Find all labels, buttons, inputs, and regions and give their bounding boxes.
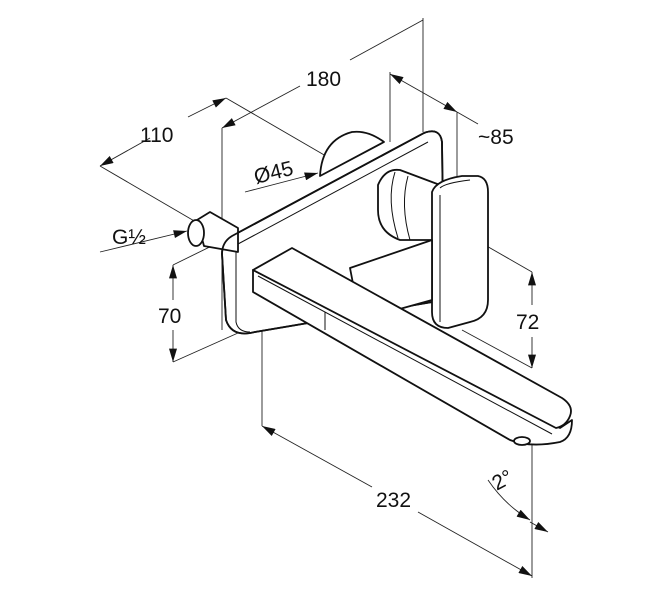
spout-top <box>252 247 572 429</box>
dim-label-diameter-45: Ø45 <box>252 157 296 189</box>
inlet-pipe-end <box>187 219 205 247</box>
dim-label-180: 180 <box>306 68 341 91</box>
wall-plate-inner-edge <box>235 141 429 333</box>
dim-label-70: 70 <box>158 305 181 328</box>
dim-label-angle: 2° <box>488 466 517 496</box>
dimension-lines <box>99 19 549 577</box>
dim-label-85: ~85 <box>478 126 514 149</box>
dim-label-72: 72 <box>516 311 539 334</box>
mixer-handle <box>431 175 489 329</box>
dim-label-232: 232 <box>376 489 411 512</box>
dim-label-110: 110 <box>140 124 173 147</box>
dim-label-thread: G½ <box>112 226 146 249</box>
spout-aerator <box>513 436 531 446</box>
rosette-disc <box>319 130 385 177</box>
